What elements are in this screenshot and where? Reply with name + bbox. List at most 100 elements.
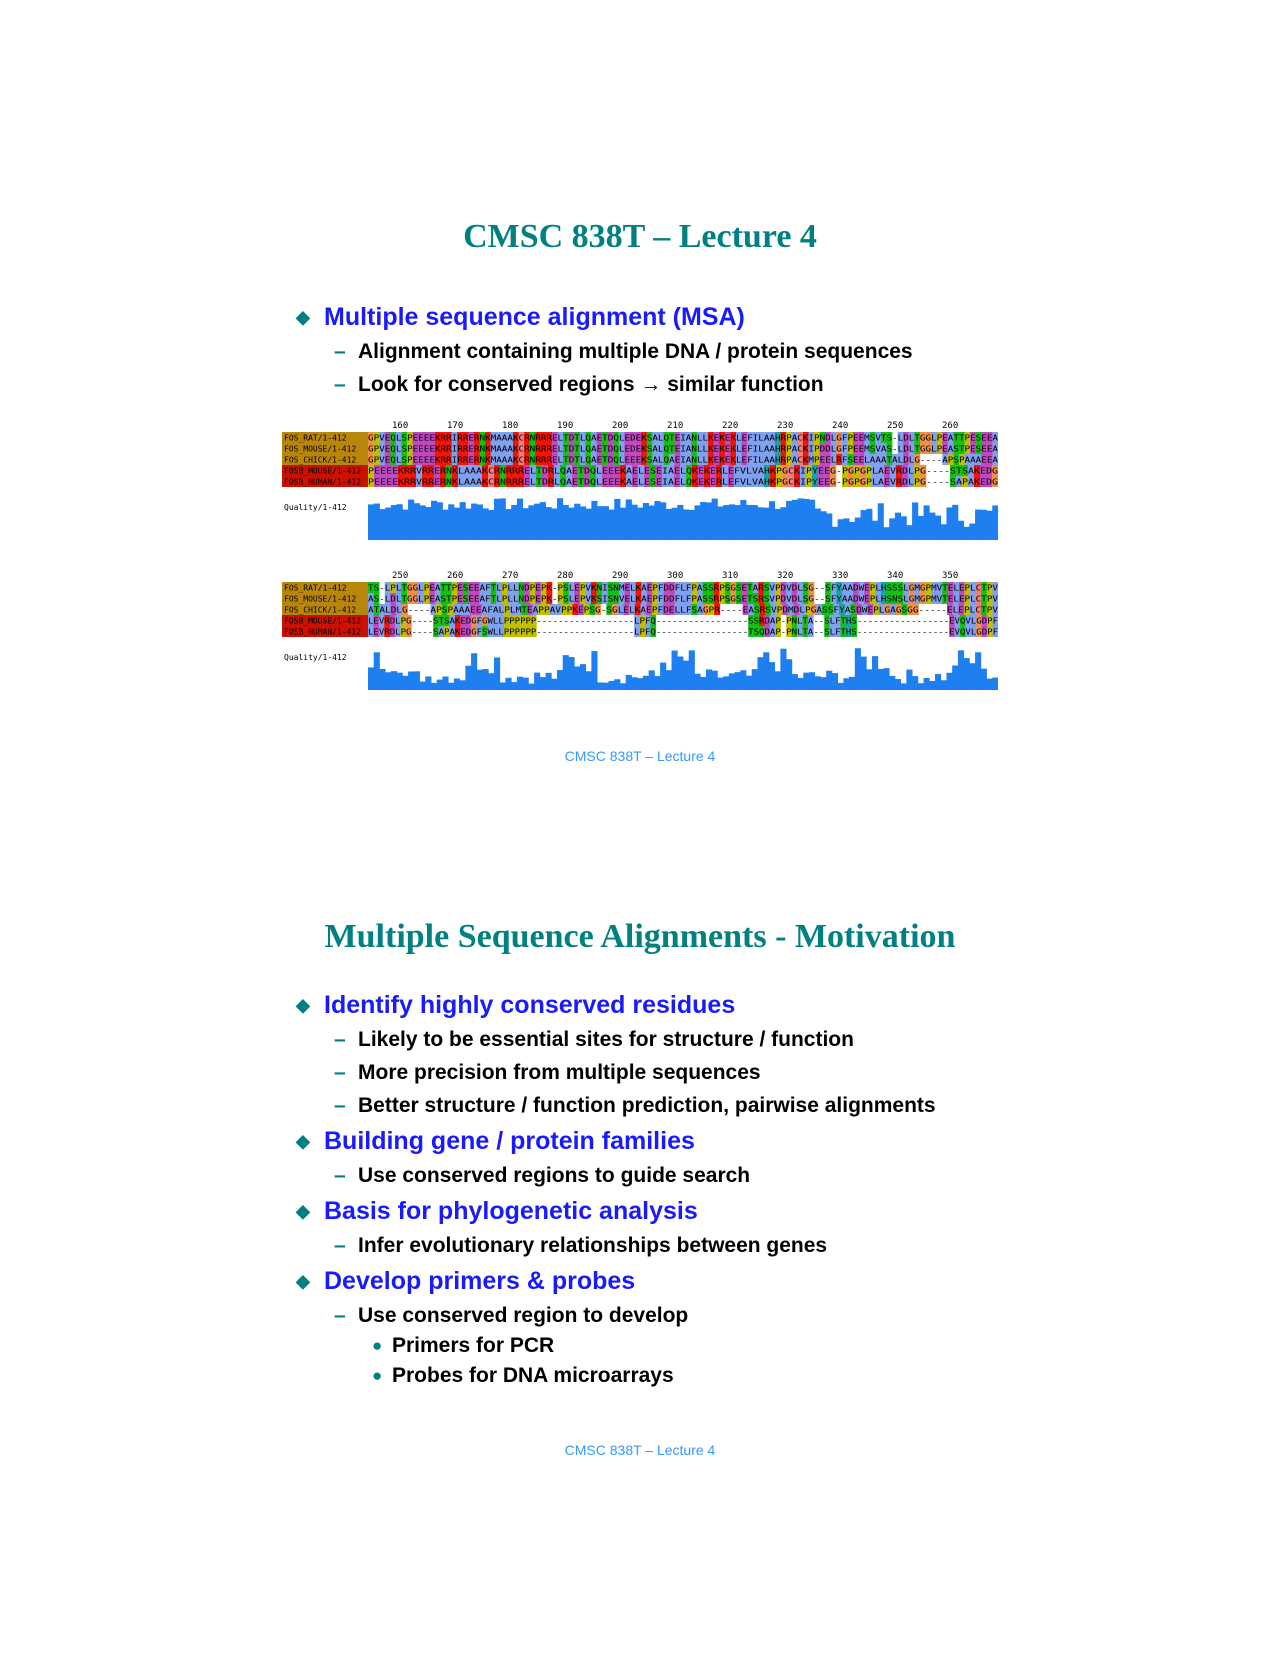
residue-cell xyxy=(620,465,627,476)
dash-bullet-icon: – xyxy=(334,1061,346,1084)
quality-bar xyxy=(385,507,392,540)
residue-cell xyxy=(482,465,489,476)
quality-bar xyxy=(740,670,747,690)
residue-cell xyxy=(728,476,735,487)
residue-cell xyxy=(847,593,854,604)
residue-cell xyxy=(632,465,639,476)
residue-cell xyxy=(454,615,461,626)
quality-bar xyxy=(992,677,998,690)
sequence-label-background xyxy=(282,604,368,615)
residue-cell xyxy=(607,443,614,454)
residue-cell xyxy=(540,593,547,604)
residue-cell xyxy=(585,432,592,443)
residue-cell xyxy=(807,626,814,637)
residue-cell xyxy=(613,454,620,465)
residue-cell xyxy=(630,582,636,593)
residue-cell xyxy=(719,432,726,443)
residue-cell xyxy=(384,593,391,604)
residue-cell xyxy=(591,593,597,604)
residue-cell xyxy=(836,454,843,465)
residue-cell xyxy=(748,615,754,626)
residue-cell xyxy=(384,626,391,637)
quality-label: Quality/1-412 xyxy=(284,653,347,662)
residue-cell xyxy=(613,593,620,604)
residue-cell xyxy=(880,432,887,443)
quality-bar xyxy=(442,676,449,690)
residue-cell xyxy=(446,582,452,593)
residue-cell xyxy=(457,432,464,443)
quality-bar xyxy=(625,499,632,540)
residue-cell xyxy=(465,626,472,637)
residue-cell xyxy=(546,443,553,454)
residue-cell xyxy=(453,604,460,615)
quality-bar xyxy=(912,676,919,690)
residue-cell xyxy=(634,626,640,637)
residue-cell xyxy=(530,476,537,487)
residue-cell xyxy=(473,432,480,443)
residue-cell xyxy=(560,465,567,476)
residue-cell xyxy=(735,593,742,604)
residue-cell xyxy=(487,626,494,637)
residue-cell xyxy=(525,615,532,626)
residue-cell xyxy=(488,476,495,487)
dash-bullet-icon: – xyxy=(334,1164,346,1187)
residue-cell xyxy=(719,443,726,454)
residue-cell xyxy=(646,604,653,615)
residue-cell xyxy=(546,582,553,593)
residue-cell xyxy=(440,432,447,443)
residue-cell xyxy=(864,432,871,443)
ruler-tick-label: 210 xyxy=(667,421,683,431)
quality-bar xyxy=(826,513,833,540)
residue-cell xyxy=(716,476,723,487)
residue-cell xyxy=(980,604,987,615)
residue-cell xyxy=(386,476,393,487)
residue-cell xyxy=(975,454,982,465)
residue-cell xyxy=(444,615,450,626)
residue-cell xyxy=(412,593,419,604)
quality-bar xyxy=(677,656,684,690)
residue-cell xyxy=(722,465,729,476)
sub-bullet-item: –Infer evolutionary relationships betwee… xyxy=(334,1234,828,1257)
residue-cell xyxy=(830,476,837,487)
residue-cell xyxy=(446,465,453,476)
residue-cell xyxy=(964,593,971,604)
residue-cell xyxy=(708,443,714,454)
quality-bar xyxy=(522,677,529,690)
residue-cell xyxy=(368,465,375,476)
quality-bar xyxy=(413,671,420,690)
residue-cell xyxy=(471,615,477,626)
residue-cell xyxy=(788,604,794,615)
residue-cell xyxy=(812,476,819,487)
residue-cell xyxy=(892,582,898,593)
residue-cell xyxy=(953,582,960,593)
residue-cell xyxy=(591,582,597,593)
residue-cell xyxy=(808,432,815,443)
residue-cell xyxy=(902,465,909,476)
residue-cell xyxy=(822,604,829,615)
dash-bullet-icon: – xyxy=(334,373,346,396)
quality-bar xyxy=(419,681,426,690)
residue-cell xyxy=(919,443,926,454)
residue-cell xyxy=(568,593,575,604)
residue-cell xyxy=(404,465,411,476)
residue-cell xyxy=(802,593,809,604)
residue-cell xyxy=(980,476,987,487)
residue-cell xyxy=(374,465,381,476)
quality-bar xyxy=(814,676,821,690)
residue-cell xyxy=(462,432,469,443)
quality-bar xyxy=(614,679,621,690)
ruler-tick-label: 230 xyxy=(777,421,793,431)
residue-cell xyxy=(747,454,753,465)
residue-cell xyxy=(763,432,770,443)
residue-cell xyxy=(566,476,573,487)
residue-cell xyxy=(652,582,659,593)
quality-bar xyxy=(986,510,993,540)
residue-cell xyxy=(663,454,670,465)
residue-cell xyxy=(392,476,399,487)
residue-cell xyxy=(724,443,731,454)
residue-cell xyxy=(764,615,771,626)
residue-cell xyxy=(608,465,615,476)
quality-bar xyxy=(591,500,598,540)
residue-cell xyxy=(412,432,419,443)
residue-cell xyxy=(422,465,429,476)
